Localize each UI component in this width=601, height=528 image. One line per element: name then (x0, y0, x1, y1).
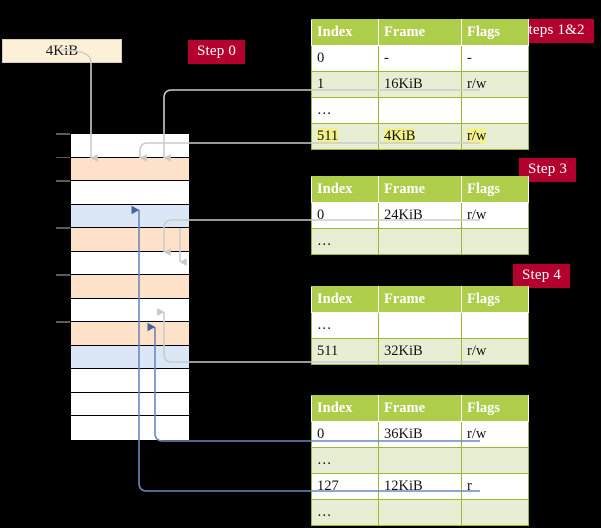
memory-frame-row-2 (71, 181, 189, 205)
cell-frame (378, 312, 462, 339)
column-header-frame: Frame (378, 176, 462, 203)
memory-frame-row-6 (71, 275, 189, 299)
cell-index: … (311, 312, 379, 339)
cell-frame: 36KiB (378, 421, 462, 448)
column-header-frame: Frame (378, 286, 462, 313)
cell-index: 127 (311, 473, 379, 500)
cell-flags: r/w (461, 338, 529, 365)
memory-frame-row-8 (71, 322, 189, 346)
memory-tick-2 (56, 180, 70, 182)
memory-frame-row-4 (71, 228, 189, 252)
cell-index: … (311, 447, 379, 474)
cell-index: … (311, 97, 379, 124)
column-header-index: Index (311, 286, 379, 313)
table-row: … (311, 228, 529, 255)
cell-index: 511 (311, 338, 379, 365)
step-label-steps-1-2: Steps 1&2 (511, 19, 594, 43)
table-row: … (311, 97, 529, 124)
physical-memory-column (70, 133, 190, 440)
cell-flags: r/w (461, 71, 529, 98)
memory-frame-row-12 (71, 416, 189, 440)
column-header-flags: Flags (461, 286, 529, 313)
cell-flags: r/w (461, 123, 529, 150)
table-row: … (311, 312, 529, 339)
memory-frame-row-9 (71, 345, 189, 369)
cell-flags: r/w (461, 421, 529, 448)
memory-frame-row-0 (71, 134, 189, 158)
cell-frame: 24KiB (378, 202, 462, 229)
table-row: … (311, 499, 529, 526)
memory-tick-1 (56, 156, 70, 158)
column-header-frame: Frame (378, 395, 462, 422)
cell-index: 0 (311, 421, 379, 448)
cell-frame (378, 97, 462, 124)
cell-frame (378, 447, 462, 474)
cell-index: … (311, 228, 379, 255)
source-size-box: 4KiB (2, 39, 122, 63)
cell-flags: r/w (461, 202, 529, 229)
cell-flags (461, 97, 529, 124)
memory-frame-row-3 (71, 204, 189, 228)
column-header-flags: Flags (461, 19, 529, 46)
cell-index: 0 (311, 202, 379, 229)
cell-index: 511 (311, 123, 379, 150)
cell-index: … (311, 499, 379, 526)
source-size-label: 4KiB (45, 42, 79, 59)
step-label-step-0: Step 0 (188, 40, 246, 64)
memory-tick-8 (56, 321, 70, 323)
cell-flags (461, 447, 529, 474)
column-header-flags: Flags (461, 176, 529, 203)
cell-frame: 12KiB (378, 473, 462, 500)
memory-frame-row-10 (71, 369, 189, 393)
memory-frame-row-11 (71, 392, 189, 416)
table-row: … (311, 447, 529, 474)
cell-frame: - (378, 45, 462, 72)
cell-frame: 32KiB (378, 338, 462, 365)
column-header-index: Index (311, 395, 379, 422)
cell-index: 0 (311, 45, 379, 72)
table-row: 0-- (311, 45, 529, 72)
column-header-index: Index (311, 19, 379, 46)
cell-index: 1 (311, 71, 379, 98)
cell-frame (378, 228, 462, 255)
cell-frame: 4KiB (378, 123, 462, 150)
step-label-step-4: Step 4 (513, 264, 571, 288)
memory-frame-row-7 (71, 298, 189, 322)
cell-flags: - (461, 45, 529, 72)
cell-flags: r (461, 473, 529, 500)
memory-tick-4 (56, 227, 70, 229)
cell-frame (378, 499, 462, 526)
column-header-index: Index (311, 176, 379, 203)
cell-flags (461, 312, 529, 339)
memory-tick-0 (56, 133, 70, 135)
cell-flags (461, 499, 529, 526)
memory-tick-6 (56, 274, 70, 276)
cell-frame: 16KiB (378, 71, 462, 98)
column-header-frame: Frame (378, 19, 462, 46)
memory-frame-row-5 (71, 251, 189, 275)
column-header-flags: Flags (461, 395, 529, 422)
memory-frame-row-1 (71, 157, 189, 181)
cell-flags (461, 228, 529, 255)
